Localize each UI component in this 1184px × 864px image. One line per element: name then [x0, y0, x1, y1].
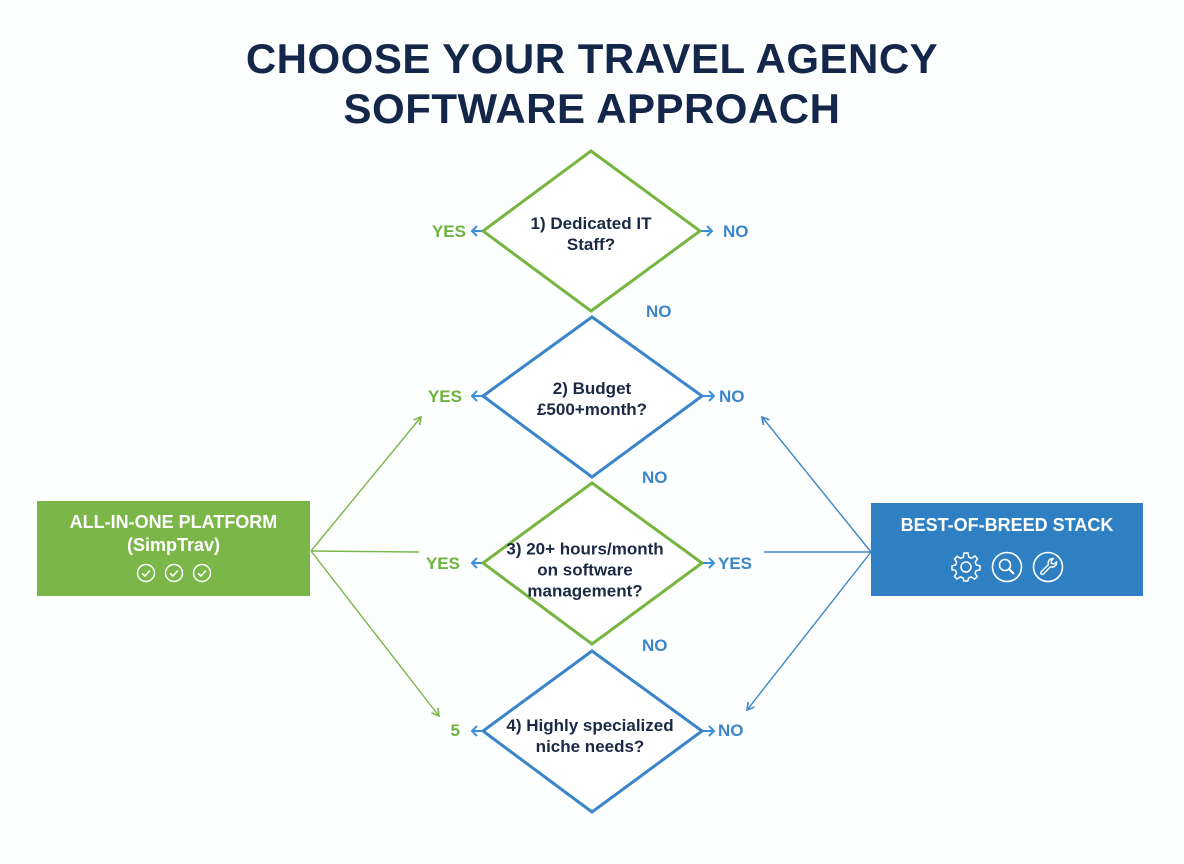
q3-yes-label: YES [425, 554, 460, 573]
question-3-line-1: 3) 20+ hours/month [506, 539, 664, 559]
question-2-line-2: £500+month? [536, 400, 648, 419]
outcome-all-in-one-platform: ALL-IN-ONE PLATFORM (SimpTrav) [37, 501, 310, 596]
decision-diamond-3 [480, 481, 705, 646]
q3-yes-right-label: YES [718, 554, 753, 573]
vertex-arrows [470, 225, 716, 737]
question-1-text: 1) Dedicated IT Staff? [531, 213, 652, 255]
q4-no-label: NO [718, 721, 744, 740]
search-icon [991, 551, 1023, 583]
question-3-line-3: management? [527, 581, 643, 601]
gear-icon [951, 552, 981, 582]
question-4-line-2: niche needs? [535, 737, 645, 756]
all-in-one-icons [37, 563, 310, 583]
blue-connectors [746, 415, 872, 712]
q1-below-no-label: NO [646, 302, 672, 321]
q1-no-label: NO [723, 222, 749, 241]
best-of-breed-icons [871, 551, 1143, 583]
question-3-line-2: on software [537, 560, 633, 580]
question-4-line-1: 4) Highly specialized [506, 716, 674, 735]
question-2-text: 2) Budget £500+month? [537, 378, 647, 420]
check-circle-icon [164, 563, 183, 583]
all-in-one-title: ALL-IN-ONE PLATFORM [69, 512, 278, 532]
question-1-line-1: 1) Dedicated IT [530, 214, 652, 233]
question-4-text: 4) Highly specialized niche needs? [506, 715, 673, 757]
question-1-line-2: Staff? [566, 235, 616, 254]
decision-diamond-4 [480, 649, 705, 814]
wrench-icon [1032, 551, 1064, 583]
title-line-2: SOFTWARE APPROACH [343, 85, 841, 132]
question-3-text: 3) 20+ hours/month on software managemen… [506, 539, 663, 602]
page-title: CHOOSE YOUR TRAVEL AGENCY SOFTWARE APPRO… [0, 34, 1184, 134]
q2-below-no-label: NO [642, 468, 668, 487]
decision-diamond-2 [480, 315, 705, 479]
all-in-one-subtitle: (SimpTrav) [126, 535, 221, 555]
q4-left-label: 5 [450, 721, 460, 740]
decision-diamond-1 [480, 149, 703, 313]
best-of-breed-title: BEST-OF-BREED STACK [900, 515, 1114, 535]
green-connectors [310, 415, 440, 718]
q3-below-no-label: NO [642, 636, 668, 655]
q2-yes-label: YES [427, 387, 462, 406]
question-2-line-1: 2) Budget [552, 379, 632, 398]
title-line-1: CHOOSE YOUR TRAVEL AGENCY [245, 35, 939, 82]
outcome-best-of-breed-stack: BEST-OF-BREED STACK [871, 503, 1143, 596]
q1-yes-label: YES [431, 222, 466, 241]
check-circle-icon [136, 563, 155, 583]
check-circle-icon [192, 563, 211, 583]
q2-no-label: NO [719, 387, 745, 406]
